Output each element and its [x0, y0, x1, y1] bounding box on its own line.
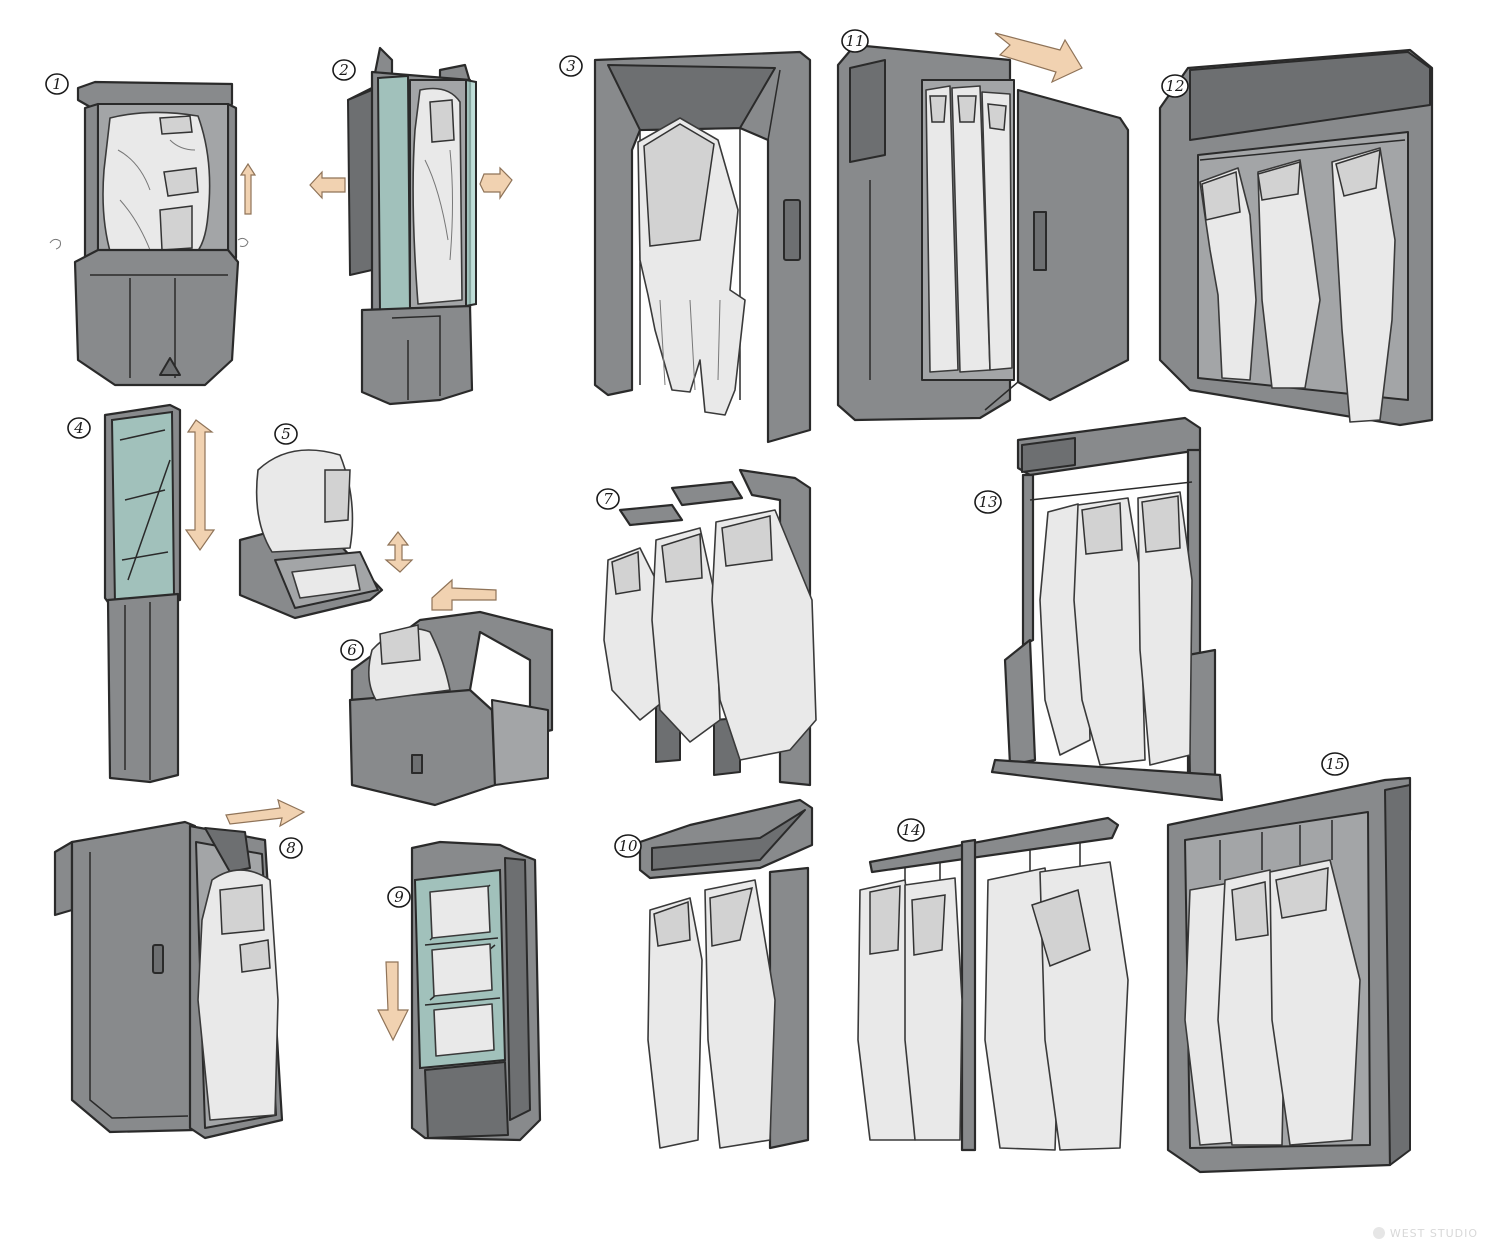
concept-7 — [603, 468, 817, 787]
svg-text:12: 12 — [1165, 77, 1184, 95]
concept-3 — [593, 50, 812, 444]
studio-logo-icon — [1372, 1227, 1385, 1239]
label-11: 11 — [841, 29, 869, 53]
suit-10b — [704, 879, 776, 1149]
suit-11a — [925, 85, 959, 373]
svg-text:1: 1 — [52, 75, 62, 93]
arrow-turn-6 — [431, 578, 497, 611]
suit-13c — [1137, 491, 1193, 766]
label-6: 6 — [340, 639, 364, 661]
label-14: 14 — [897, 818, 925, 842]
unit-2-glass-left — [376, 74, 412, 314]
concept-6 — [348, 578, 554, 807]
watermark: WEST STUDIO — [1372, 1227, 1478, 1240]
suit-12b — [1257, 159, 1321, 389]
concept-1 — [49, 80, 257, 387]
unit-13-floor — [990, 758, 1224, 802]
concept-14 — [857, 816, 1129, 1152]
concept-8 — [53, 798, 306, 1140]
suit-8 — [197, 869, 279, 1121]
suit-12c — [1331, 147, 1396, 423]
label-15: 15 — [1321, 752, 1349, 776]
suit-7c — [711, 509, 817, 761]
suit-12a — [1199, 167, 1257, 381]
label-10: 10 — [614, 834, 642, 858]
unit-10-post — [768, 866, 810, 1150]
label-8: 8 — [279, 837, 303, 859]
arrow-turn-2 — [479, 166, 513, 200]
concept-4 — [103, 403, 216, 784]
label-5: 5 — [274, 423, 298, 445]
suit-15b — [1217, 869, 1286, 1146]
svg-text:2: 2 — [338, 61, 349, 79]
svg-text:15: 15 — [1325, 755, 1344, 773]
label-3: 3 — [559, 55, 583, 77]
concept-15 — [1166, 776, 1412, 1174]
unit-2-side — [347, 89, 373, 276]
arrow-left-2 — [309, 170, 346, 200]
unit-6-bench — [348, 688, 497, 807]
label-13: 13 — [974, 490, 1002, 514]
unit-14-post — [960, 838, 977, 1152]
watermark-text: WEST STUDIO — [1389, 1227, 1478, 1240]
label-4: 4 — [67, 417, 91, 439]
concept-5 — [238, 449, 414, 620]
suit-11c — [981, 91, 1013, 371]
label-9: 9 — [387, 886, 411, 908]
suit-15c — [1269, 859, 1361, 1146]
arrow-up-1 — [239, 162, 257, 215]
svg-text:14: 14 — [901, 821, 920, 839]
label-12: 12 — [1161, 74, 1189, 98]
svg-text:11: 11 — [845, 32, 864, 50]
label-7: 7 — [596, 488, 620, 510]
svg-text:8: 8 — [286, 839, 296, 857]
unit-2-base — [360, 304, 474, 406]
arrow-right-11 — [994, 32, 1083, 84]
concept-2 — [309, 46, 513, 406]
concept-13 — [990, 416, 1224, 802]
svg-text:3: 3 — [566, 57, 576, 75]
svg-text:13: 13 — [978, 493, 997, 511]
arrow-right-8 — [225, 798, 306, 828]
suit-2 — [412, 87, 463, 305]
suit-10a — [647, 897, 703, 1149]
unit-4-pillar — [106, 592, 180, 784]
svg-text:9: 9 — [394, 888, 404, 906]
label-1: 1 — [45, 73, 69, 95]
suit-13b — [1073, 497, 1146, 766]
concept-labels: 1 2 3 11 12 4 5 6 — [45, 29, 1349, 908]
arrow-updown-5 — [384, 531, 414, 573]
concept-10 — [638, 798, 814, 1150]
svg-text:6: 6 — [347, 641, 357, 659]
label-2: 2 — [332, 59, 356, 81]
concept-9 — [377, 840, 542, 1142]
arrow-down-9 — [377, 961, 409, 1042]
unit-1-base — [73, 248, 240, 387]
svg-text:5: 5 — [281, 425, 291, 443]
svg-text:7: 7 — [603, 490, 613, 508]
unit-14-rail — [868, 816, 1120, 874]
svg-text:4: 4 — [73, 419, 84, 437]
arrow-updown-4 — [184, 419, 216, 552]
concept-11 — [836, 32, 1130, 422]
unit-4-glass — [110, 410, 176, 606]
svg-text:10: 10 — [618, 837, 638, 855]
concept-12 — [1158, 48, 1434, 427]
